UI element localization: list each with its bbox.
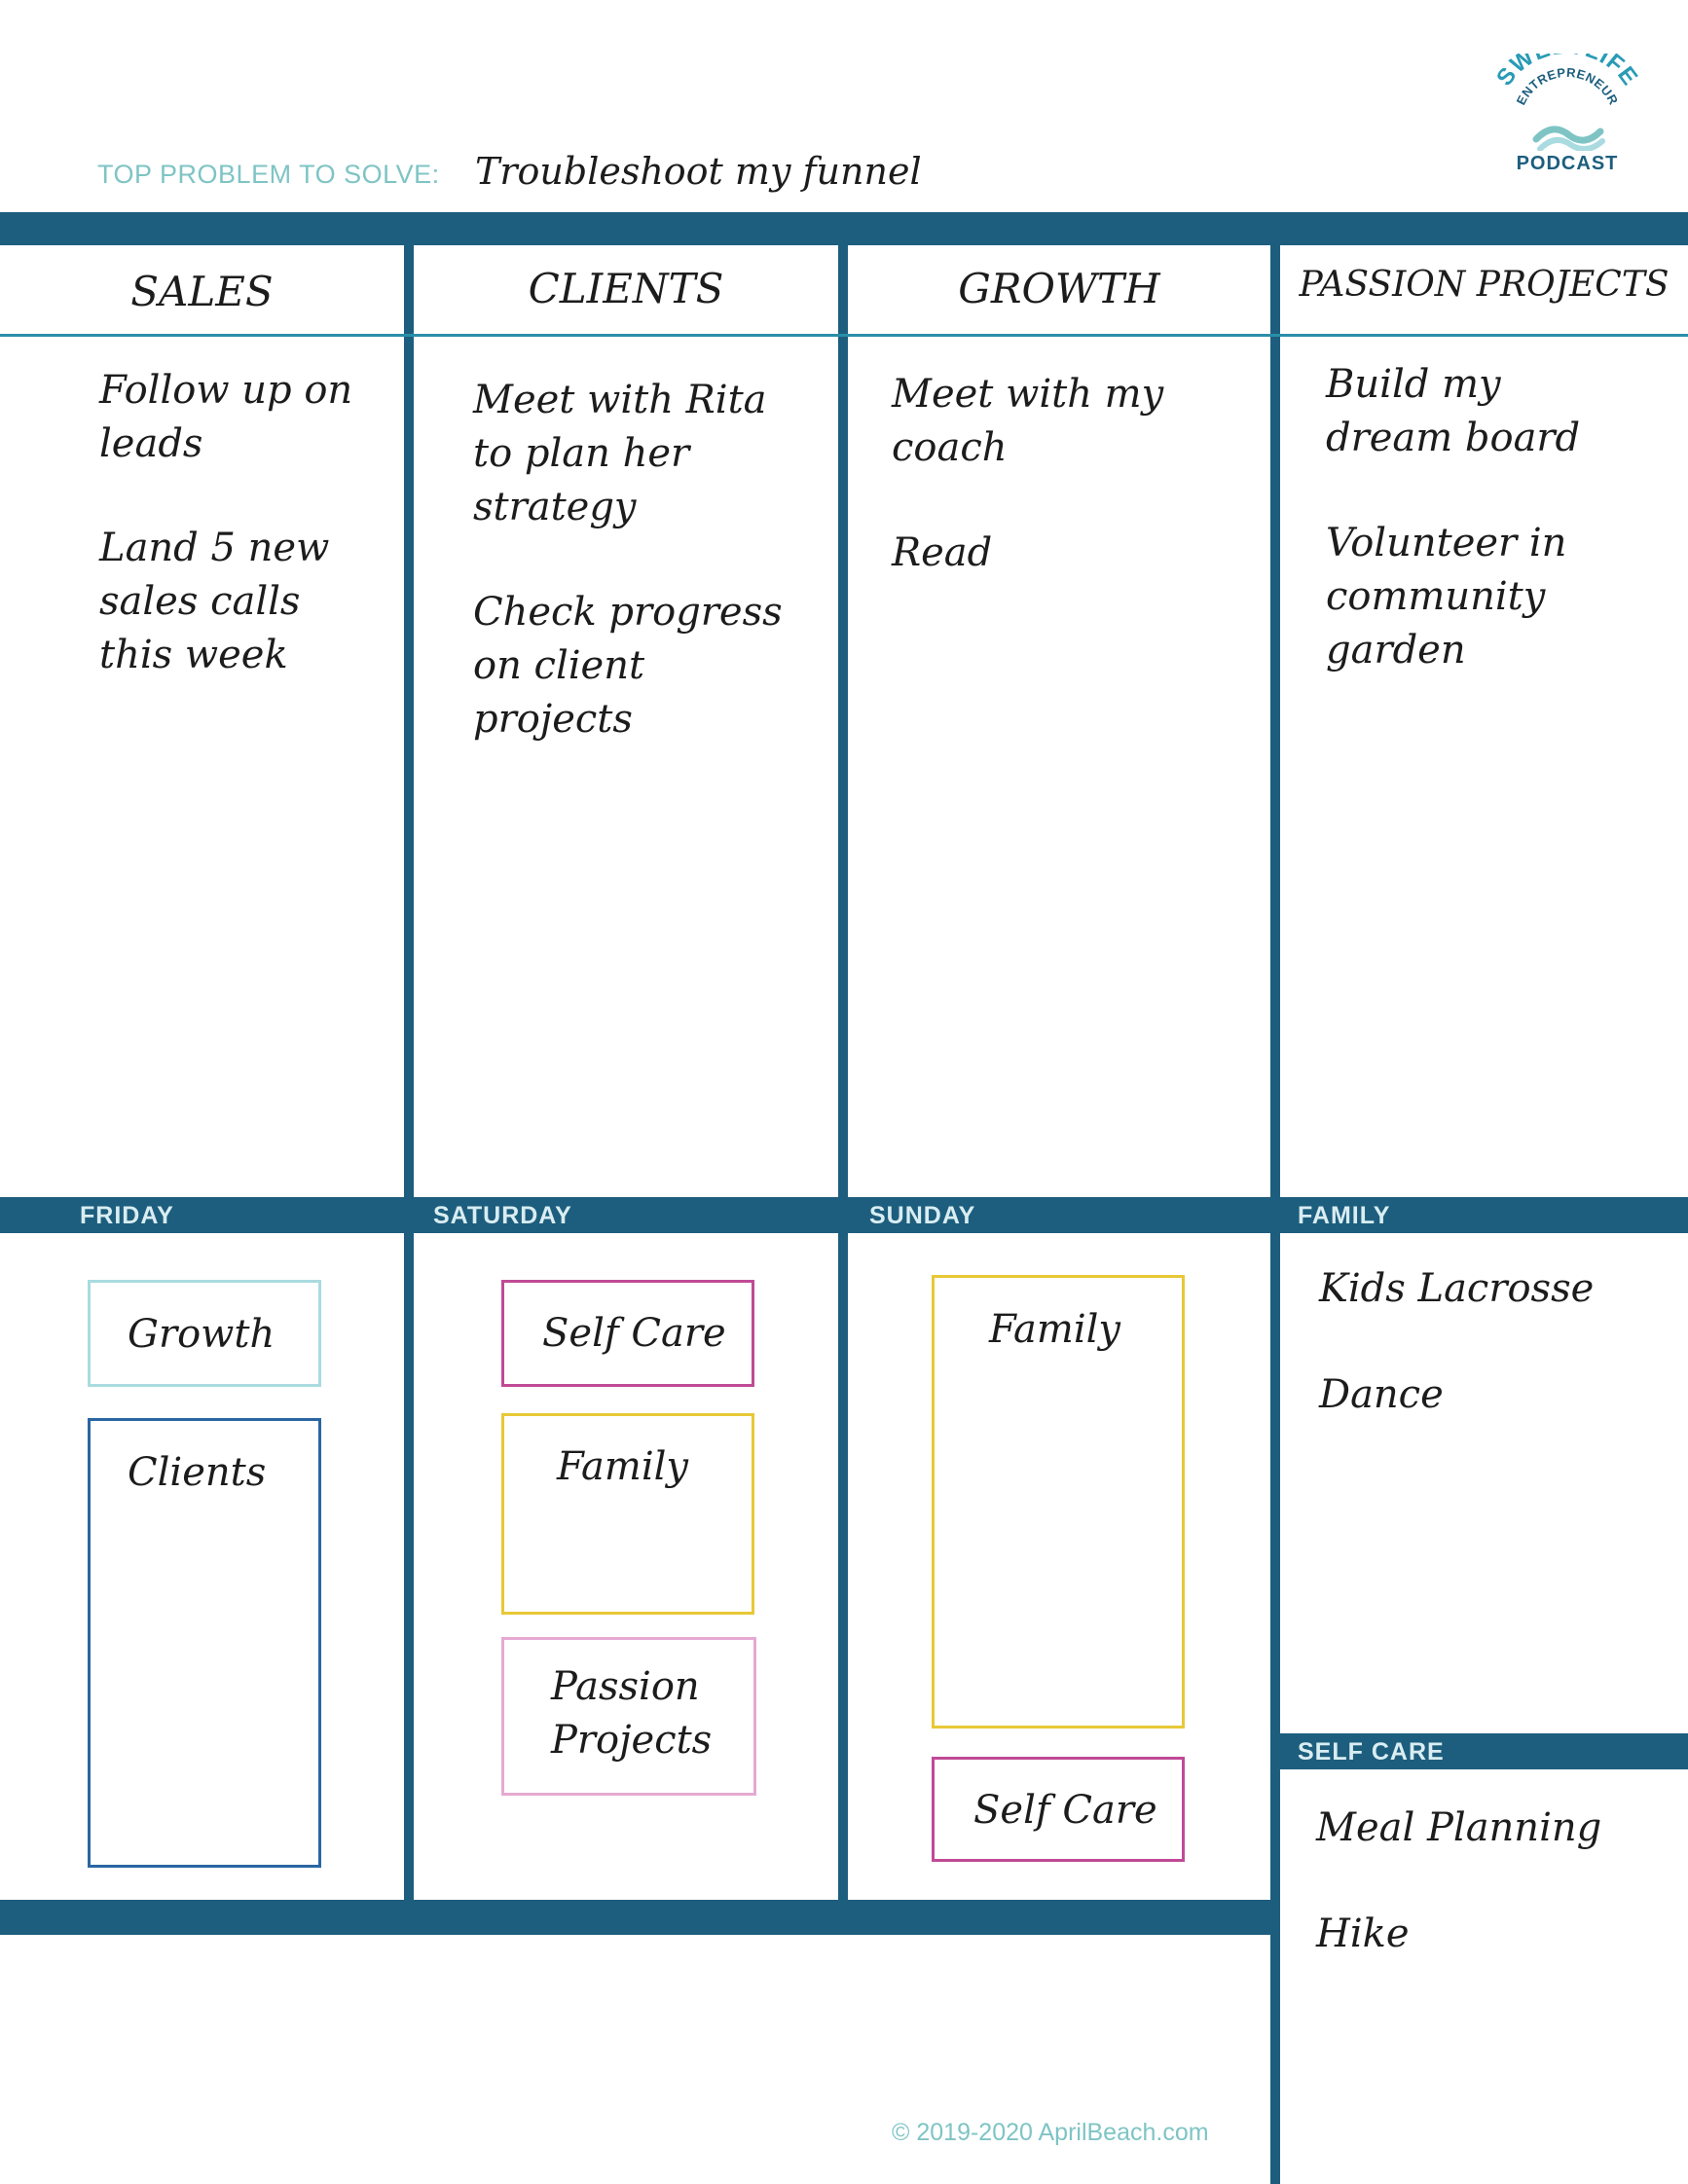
- sunday-self-care-box: [932, 1757, 1185, 1862]
- day-label-friday: FRIDAY: [80, 1202, 174, 1229]
- box-label: Family: [557, 1444, 688, 1489]
- box-label: Family: [989, 1307, 1120, 1352]
- friday-growth-box: [88, 1280, 321, 1387]
- days-frame-bar: [0, 1197, 1688, 1233]
- sales-item: Follow up on leads: [99, 368, 353, 466]
- clients-item: Check progress on client projects: [473, 590, 783, 742]
- box-label: Self Care: [973, 1788, 1157, 1833]
- saturday-passion-box: [501, 1637, 756, 1796]
- box-label: Self Care: [542, 1311, 726, 1356]
- family-item: Dance: [1319, 1372, 1444, 1417]
- problem-value: Troubleshoot my funnel: [475, 150, 922, 193]
- divider-col-2: [838, 245, 848, 1900]
- column-title-passion-projects: PASSION PROJECTS: [1299, 265, 1670, 305]
- column-title-clients: CLIENTS: [528, 265, 724, 312]
- sales-item: Land 5 new sales calls this week: [99, 526, 330, 677]
- divider-col-1: [404, 245, 414, 1900]
- family-item: Kids Lacrosse: [1319, 1266, 1595, 1311]
- self-care-item: Meal Planning: [1316, 1805, 1602, 1850]
- box-label: Passion Projects: [551, 1664, 713, 1763]
- day-label-sunday: SUNDAY: [869, 1202, 976, 1229]
- growth-item: Read: [892, 530, 993, 575]
- passion-item: Build my dream board: [1326, 362, 1581, 460]
- bottom-frame-bar: [0, 1900, 1280, 1935]
- sunday-family-box: [932, 1275, 1185, 1729]
- logo-word3: PODCAST: [1516, 153, 1619, 174]
- passion-item: Volunteer in community garden: [1326, 521, 1567, 673]
- saturday-family-box: [501, 1413, 754, 1615]
- clients-item: Meet with Rita to plan her strategy: [473, 378, 767, 529]
- self-care-frame-bar: [1280, 1733, 1688, 1769]
- friday-clients-box: [88, 1418, 321, 1868]
- header-underline: [0, 334, 1688, 337]
- saturday-self-care-box: [501, 1280, 754, 1387]
- logo-arc-text: SWEETLIFE ENTREPRENEUR: [1491, 54, 1642, 151]
- box-label: Clients: [128, 1450, 267, 1495]
- podcast-logo: SWEETLIFE ENTREPRENEUR PODCAST: [1480, 54, 1655, 180]
- growth-item: Meet with my coach: [892, 372, 1164, 470]
- top-frame-bar: [0, 212, 1688, 245]
- problem-label: TOP PROBLEM TO SOLVE:: [97, 160, 440, 189]
- family-label: FAMILY: [1298, 1202, 1391, 1229]
- column-title-growth: GROWTH: [958, 265, 1160, 312]
- self-care-item: Hike: [1316, 1911, 1410, 1956]
- copyright: © 2019-2020 AprilBeach.com: [892, 2119, 1209, 2146]
- column-title-sales: SALES: [130, 268, 274, 315]
- self-care-label: SELF CARE: [1298, 1738, 1445, 1765]
- day-label-saturday: SATURDAY: [433, 1202, 572, 1229]
- box-label: Growth: [128, 1312, 275, 1357]
- wave-icon: [1532, 126, 1604, 144]
